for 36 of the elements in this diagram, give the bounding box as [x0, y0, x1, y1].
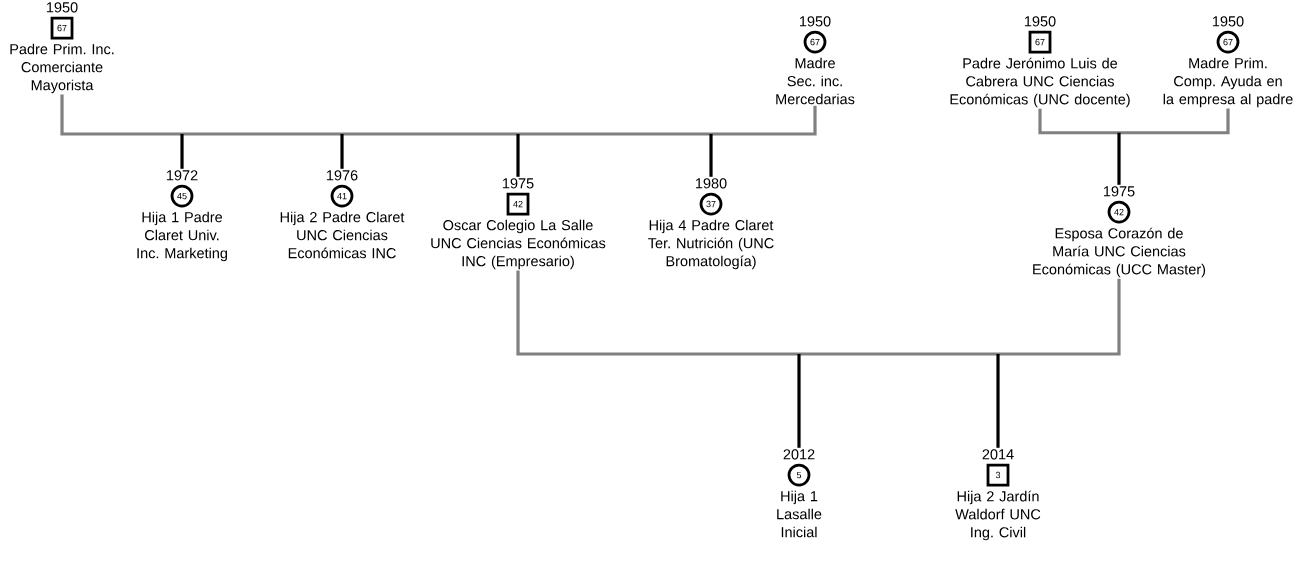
connector-line	[60, 94, 817, 136]
connector-line	[1038, 108, 1230, 135]
person-square: 67	[50, 16, 74, 40]
year-label: 1976	[327, 170, 358, 181]
connector-line	[996, 354, 1000, 448]
description-text: Hija 1 Padre Claret Univ. Inc. Marketing	[137, 211, 227, 262]
connector-line	[180, 134, 184, 169]
connector-line	[516, 270, 1121, 356]
description-text: Hija 4 Padre Claret Ter. Nutrición (UNC Bromatología)	[648, 219, 774, 270]
connector-line	[340, 134, 344, 169]
connector-line	[516, 134, 520, 177]
year-label: 1950	[800, 16, 831, 27]
year-label: 2014	[982, 449, 1014, 460]
description-text: Madre Sec. inc. Mercedarias	[776, 57, 855, 105]
person-square: 42	[506, 192, 530, 216]
connector-line	[797, 354, 801, 448]
description-text: Hija 2 Jardín Waldorf UNC Ing. Civil	[955, 490, 1041, 541]
description-text: Hija 2 Padre Claret UNC Ciencias Económicas INC	[280, 211, 405, 259]
year-label: 1950	[1025, 16, 1056, 27]
description-text: Padre Prim. Inc. Comerciante Mayorista	[10, 43, 114, 94]
year-label: 1950	[1213, 16, 1244, 27]
year-label: 1980	[696, 178, 727, 189]
connector-line	[709, 134, 713, 177]
description-text: Oscar Colegio La Salle UNC Ciencias Económicas INC (Empresario)	[431, 219, 606, 270]
connector-line	[1117, 132, 1121, 185]
person-square: 67	[1028, 30, 1052, 54]
description-text: Hija 1 Lasalle Inicial	[777, 490, 822, 538]
year-label: 1972	[167, 170, 198, 181]
year-label: 1975	[1104, 186, 1135, 197]
year-label: 2012	[783, 449, 815, 460]
person-square: 3	[986, 463, 1010, 487]
description-text: Madre Prim. Comp. Ayuda en la empresa al padre	[1163, 57, 1293, 108]
year-label: 1950	[47, 2, 78, 13]
description-text: Esposa Corazón de María UNC Ciencias Económicas (UCC Master)	[1033, 227, 1206, 278]
year-label: 1975	[503, 178, 534, 189]
description-text: Padre Jerónimo Luis de Cabrera UNC Ciencias Económicas (UNC docente)	[950, 57, 1130, 108]
